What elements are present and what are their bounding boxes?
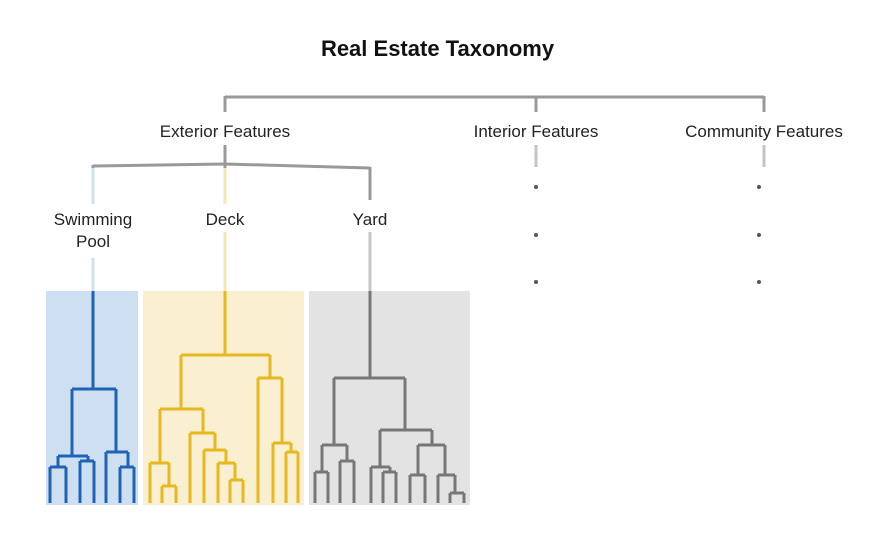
subcategory-label-pool-line1: Swimming — [53, 210, 133, 229]
category-label-interior: Interior Features — [473, 122, 599, 141]
category-label-community: Community Features — [685, 122, 843, 141]
ellipsis-dot — [534, 233, 538, 237]
diagram-title: Real Estate Taxonomy — [320, 36, 555, 61]
pool-dendrogram — [48, 291, 136, 503]
ellipsis-dot — [757, 233, 761, 237]
subcategory-label-deck: Deck — [205, 210, 245, 229]
subcategory-stems — [91, 168, 372, 291]
yard-dendrogram — [313, 291, 466, 503]
root-connector — [223, 95, 766, 112]
deck-dendrogram — [148, 291, 300, 503]
ellipsis-dot — [534, 280, 538, 284]
ellipsis-dot — [757, 280, 761, 284]
subcategory-label-yard: Yard — [352, 210, 388, 229]
category-label-exterior: Exterior Features — [159, 122, 291, 141]
exterior-connector — [91, 145, 372, 200]
ellipsis-dot — [534, 185, 538, 189]
category-stubs — [534, 145, 766, 167]
subcategory-label-pool-line2: Pool — [75, 232, 111, 251]
subcategory-label-pool: Swimming Pool — [33, 209, 153, 253]
ellipsis-dot — [757, 185, 761, 189]
